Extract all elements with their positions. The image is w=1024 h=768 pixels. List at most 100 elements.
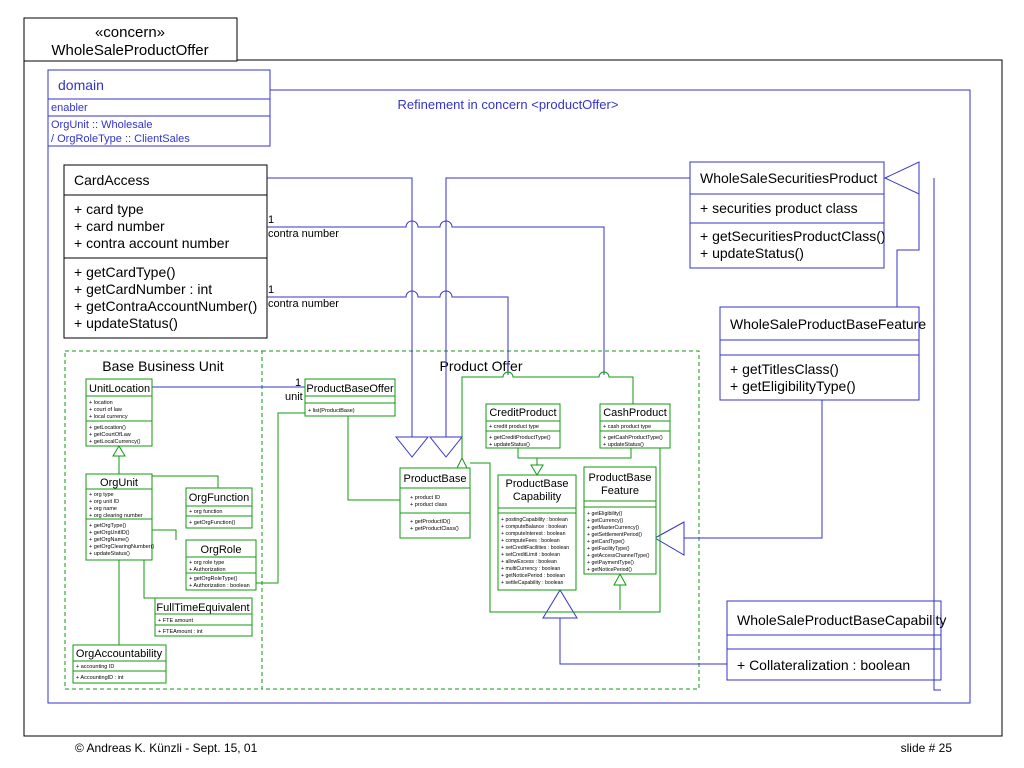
- uml-op: + computeInterest : boolean: [501, 531, 566, 537]
- blue-associations: [152, 177, 941, 691]
- card-access-op: + updateStatus(): [74, 315, 178, 331]
- domain-line-2: / OrgRoleType :: ClientSales: [51, 133, 190, 145]
- assoc-role: unit: [285, 391, 303, 403]
- uml-attr: + org role type: [189, 560, 224, 566]
- class-unit-location: UnitLocation + location + court of law +…: [85, 378, 153, 447]
- assoc-role: contra number: [268, 298, 339, 310]
- uml-op: + getOrgRoleType(): [189, 576, 238, 582]
- uml-op: + setCreditFacilities : boolean: [501, 545, 569, 551]
- assoc-multiplicity: 1: [268, 214, 274, 226]
- class-card-access: CardAccess + card type + card number + c…: [63, 164, 268, 339]
- wspbf-name: WholeSaleProductBaseFeature: [730, 316, 926, 332]
- uml-attr: + org name: [89, 506, 117, 512]
- uml-attr: + local currency: [89, 414, 128, 420]
- card-access-op: + getCardNumber : int: [74, 281, 212, 297]
- card-access-name: CardAccess: [74, 172, 149, 188]
- wspbc-op: + Collateralization : boolean: [737, 657, 910, 673]
- green-associations: [118, 371, 661, 645]
- uml-op: + getPaymentType(): [587, 560, 634, 566]
- fte-name: FullTimeEquivalent: [156, 602, 249, 614]
- class-product-base-capability: ProductBase Capability + postingCapabili…: [497, 474, 577, 591]
- bbu-title: Base Business Unit: [102, 358, 224, 374]
- uml-op: + settleCapability : boolean: [501, 580, 564, 586]
- wspbf-op: + getEligibilityType(): [730, 378, 856, 394]
- uml-op: + getOrgType(): [89, 523, 126, 529]
- generalization-arrow: [883, 161, 920, 195]
- class-wholesale-product-base-feature: WholeSaleProductBaseFeature + getTitlesC…: [719, 306, 926, 401]
- uml-attr: + product ID: [410, 495, 440, 501]
- uml-op: + getAccessChannelType(): [587, 553, 650, 559]
- uml-attr: + accounting ID: [76, 664, 114, 670]
- product-base-name: ProductBase: [404, 473, 467, 485]
- class-product-base: ProductBase + product ID + product class…: [399, 467, 471, 539]
- credit-product-name: CreditProduct: [489, 407, 556, 419]
- title-stereotype: «concern»: [95, 24, 165, 41]
- domain-enabler: enabler: [51, 102, 88, 114]
- uml-op: + getProductClass(): [410, 526, 459, 532]
- assoc-multiplicity: 1: [295, 377, 301, 389]
- uml-op: + computeFees : boolean: [501, 538, 560, 544]
- uml-attr: + location: [89, 400, 113, 406]
- uml-op: + getOrgName(): [89, 537, 129, 543]
- pbo-name: ProductBaseOffer: [306, 383, 394, 395]
- domain-title: domain: [58, 77, 104, 93]
- pb-capability-name: ProductBase: [506, 478, 569, 490]
- generalization-arrow: [428, 436, 464, 458]
- org-unit-name: OrgUnit: [100, 477, 138, 489]
- uml-op: + FTEAmount : int: [158, 629, 203, 635]
- assoc-role: contra number: [268, 228, 339, 240]
- uml-op: + allowExcess : boolean: [501, 559, 557, 565]
- uml-op: + getProductID(): [410, 519, 451, 525]
- uml-op: + getNoticePeriod(): [587, 567, 632, 573]
- class-full-time-equivalent: FullTimeEquivalent + FTE amount + FTEAmo…: [154, 597, 253, 637]
- class-product-base-feature: ProductBase Feature + getEligibility() +…: [583, 466, 657, 575]
- wssp-attr: + securities product class: [700, 200, 858, 216]
- uml-attr: + product class: [410, 502, 447, 508]
- generalization-arrow: [542, 589, 578, 619]
- class-cash-product: CashProduct + cash product type + getCas…: [599, 403, 671, 449]
- class-credit-product: CreditProduct + credit product type + ge…: [485, 403, 561, 449]
- class-org-unit: OrgUnit + org type + org unit ID + org n…: [85, 473, 154, 561]
- card-access-attr: + card number: [74, 218, 165, 234]
- pb-capability-name: Capability: [513, 491, 562, 503]
- package-product-offer: [261, 350, 700, 690]
- uml-attr: + org unit ID: [89, 499, 119, 505]
- uml-op: + updateStatus(): [89, 551, 130, 557]
- class-org-function: OrgFunction + org function + getOrgFunct…: [185, 487, 253, 529]
- uml-op: + getOrgUnitID(): [89, 530, 130, 536]
- uml-attr: + org clearing number: [89, 513, 143, 519]
- uml-op: + getEligibility(): [587, 511, 623, 517]
- uml-attr: + Authorization: [189, 567, 226, 573]
- uml-attr: + court of law: [89, 407, 122, 413]
- uml-op: + getCreditProductType(): [489, 435, 551, 441]
- class-wholesale-product-base-capability: WholeSaleProductBaseCapability + Collate…: [726, 600, 946, 681]
- wspbf-op: + getTitlesClass(): [730, 361, 839, 377]
- refinement-note: Refinement in concern <productOffer>: [398, 97, 619, 112]
- card-access-attr: + contra account number: [74, 235, 230, 251]
- org-role-name: OrgRole: [201, 544, 242, 556]
- po-title: Product Offer: [439, 358, 522, 374]
- card-access-op: + getContraAccountNumber(): [74, 298, 257, 314]
- org-function-name: OrgFunction: [189, 492, 250, 504]
- uml-op: + getOrgClearingNumber(): [89, 544, 154, 550]
- uml-attr: + FTE amount: [158, 618, 193, 624]
- uml-op: + updateStatus(): [489, 442, 530, 448]
- uml-op: + getSettlementPeriod(): [587, 532, 642, 538]
- card-access-attr: + card type: [74, 201, 144, 217]
- uml-attr: + credit product type: [489, 424, 539, 430]
- generalization-arrow: [613, 572, 627, 586]
- class-product-base-offer: ProductBaseOffer + list(ProductBase): [304, 378, 396, 417]
- uml-op: + getFacilityType(): [587, 546, 630, 552]
- uml-op: + list(ProductBase): [308, 408, 355, 414]
- pb-feature-name: Feature: [601, 485, 639, 497]
- cash-product-name: CashProduct: [603, 407, 667, 419]
- title-tab: [23, 17, 238, 62]
- uml-op: + multiCurrency : boolean: [501, 566, 560, 572]
- uml-op: + updateStatus(): [603, 442, 644, 448]
- wssp-op: + getSecuritiesProductClass(): [700, 228, 886, 244]
- generalization-arrow: [394, 436, 430, 458]
- uml-op: + AccountingID : int: [76, 675, 124, 681]
- concern-frame: [23, 59, 1003, 737]
- class-wholesale-securities-product: WholeSaleSecuritiesProduct + securities …: [689, 161, 886, 269]
